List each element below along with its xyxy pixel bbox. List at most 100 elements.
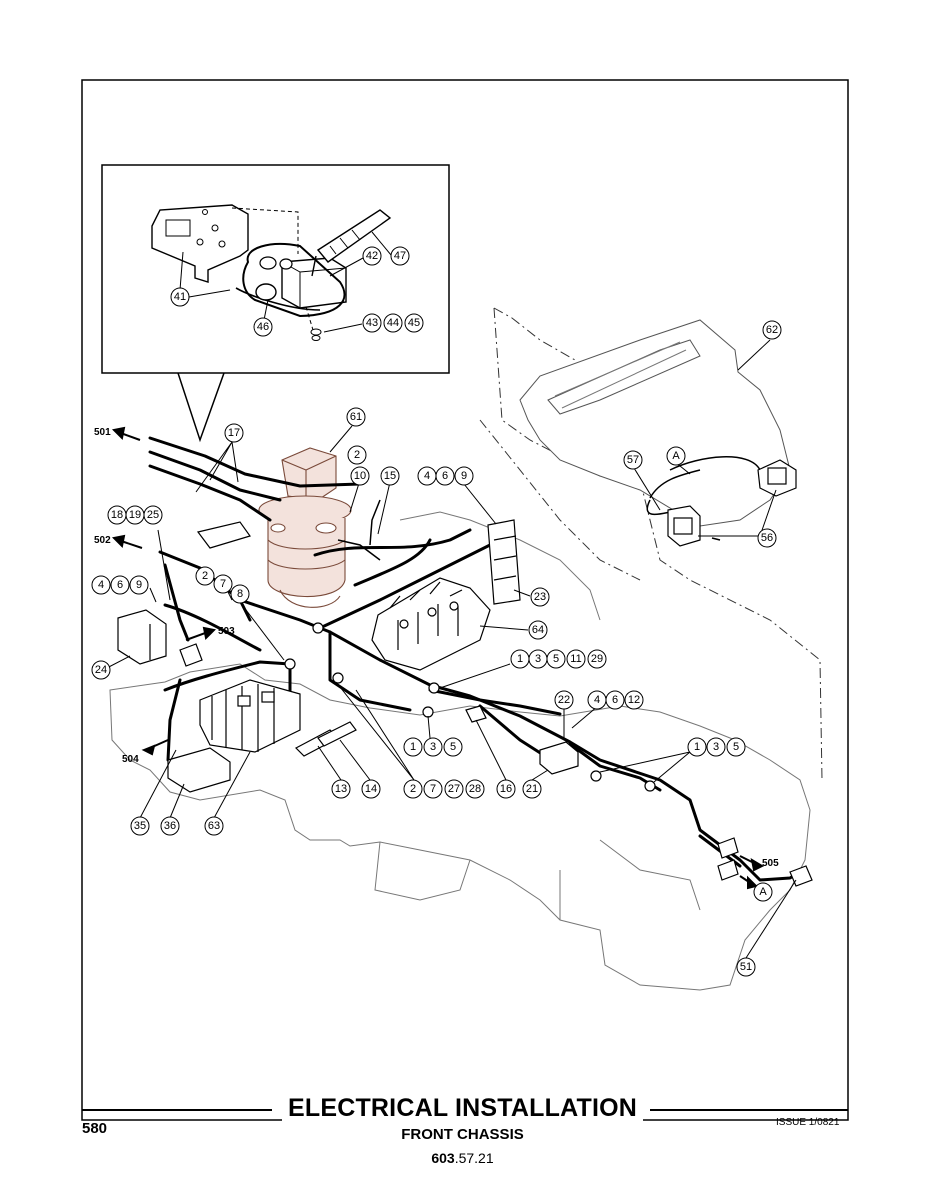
balloon-47: 47 (390, 246, 410, 266)
svg-text:2: 2 (202, 570, 208, 582)
svg-text:28: 28 (469, 783, 481, 795)
balloon-41: 41 (170, 287, 190, 307)
svg-text:35: 35 (134, 820, 146, 832)
balloon-8: 8 (230, 584, 250, 604)
balloon-57: 57 (623, 450, 643, 470)
balloon-17: 17 (224, 423, 244, 443)
balloon-2: 2 (195, 566, 215, 586)
balloon-A: A (753, 882, 773, 902)
balloon-51: 51 (736, 957, 756, 977)
svg-text:9: 9 (461, 470, 467, 482)
balloon-10: 10 (350, 466, 370, 486)
balloon-21: 21 (522, 779, 542, 799)
svg-text:A: A (672, 450, 680, 462)
balloon-45: 45 (404, 313, 424, 333)
svg-text:1: 1 (517, 653, 523, 665)
svg-text:29: 29 (591, 653, 603, 665)
svg-text:8: 8 (237, 588, 243, 600)
svg-text:4: 4 (98, 579, 104, 591)
balloon-13: 13 (331, 779, 351, 799)
svg-text:56: 56 (761, 532, 773, 544)
balloon-27: 27 (444, 779, 464, 799)
svg-text:46: 46 (257, 321, 269, 333)
ref-arrows (111, 426, 765, 890)
svg-text:5: 5 (553, 653, 559, 665)
balloon-19: 19 (125, 505, 145, 525)
balloon-25: 25 (143, 505, 163, 525)
balloon-3: 3 (528, 649, 548, 669)
balloon-22: 22 (554, 690, 574, 710)
section-code-prefix: 603 (431, 1150, 455, 1166)
balloon-46: 46 (253, 317, 273, 337)
svg-text:61: 61 (350, 411, 362, 423)
balloon-1: 1 (510, 649, 530, 669)
balloon-23: 23 (530, 587, 550, 607)
svg-text:19: 19 (129, 509, 141, 521)
balloon-43: 43 (362, 313, 382, 333)
swivel-joint (258, 447, 352, 608)
callout-balloons: 62 61 17 2 10 15 4 6 9 18 19 25 2 7 8 4 … (91, 246, 782, 977)
svg-text:16: 16 (500, 783, 512, 795)
svg-text:12: 12 (628, 694, 640, 706)
dashed-region (479, 307, 823, 781)
balloon-9: 9 (454, 466, 474, 486)
chassis-outline (109, 511, 811, 991)
svg-text:47: 47 (394, 250, 406, 262)
svg-text:10: 10 (354, 470, 366, 482)
svg-text:13: 13 (335, 783, 347, 795)
svg-text:15: 15 (384, 470, 396, 482)
leader-lines (102, 339, 797, 959)
balloon-61: 61 (346, 407, 366, 427)
section-code: 603.57.21 (0, 1150, 925, 1166)
svg-text:63: 63 (208, 820, 220, 832)
balloon-36: 36 (160, 816, 180, 836)
svg-text:44: 44 (387, 317, 399, 329)
svg-text:2: 2 (410, 783, 416, 795)
svg-text:11: 11 (570, 653, 581, 665)
svg-text:27: 27 (448, 783, 460, 795)
balloon-5: 5 (546, 649, 566, 669)
page-number: 580 (82, 1120, 108, 1137)
svg-text:1: 1 (410, 741, 416, 753)
balloon-9: 9 (129, 575, 149, 595)
balloon-4: 4 (417, 466, 437, 486)
balloon-35: 35 (130, 816, 150, 836)
svg-text:7: 7 (220, 578, 226, 590)
svg-text:7: 7 (430, 783, 436, 795)
svg-text:18: 18 (111, 509, 123, 521)
inset-detail (101, 164, 450, 443)
svg-text:9: 9 (136, 579, 142, 591)
svg-text:4: 4 (424, 470, 430, 482)
svg-text:24: 24 (95, 664, 107, 676)
balloon-18: 18 (107, 505, 127, 525)
svg-text:A: A (759, 886, 767, 898)
ref-503: 503 (218, 626, 235, 637)
balloon-28: 28 (465, 779, 485, 799)
ref-504: 504 (122, 754, 139, 765)
balloon-6: 6 (605, 690, 625, 710)
svg-text:43: 43 (366, 317, 378, 329)
svg-text:3: 3 (713, 741, 719, 753)
issue-label: ISSUE 1/0821 (776, 1117, 840, 1128)
svg-text:21: 21 (526, 783, 538, 795)
page-title: ELECTRICAL INSTALLATION (0, 1094, 925, 1123)
title-rule-right (650, 1109, 848, 1111)
components (117, 459, 813, 887)
balloon-42: 42 (362, 246, 382, 266)
balloon-3: 3 (706, 737, 726, 757)
svg-text:62: 62 (766, 324, 778, 336)
ref-501: 501 (94, 427, 111, 438)
svg-text:64: 64 (532, 624, 544, 636)
svg-text:22: 22 (558, 694, 570, 706)
cab-structure (519, 319, 791, 527)
svg-text:41: 41 (174, 291, 186, 303)
balloon-11: 11 (566, 649, 586, 669)
svg-text:14: 14 (365, 783, 377, 795)
balloon-2: 2 (403, 779, 423, 799)
balloon-A: A (666, 446, 686, 466)
balloon-4: 4 (91, 575, 111, 595)
svg-text:3: 3 (535, 653, 541, 665)
balloon-6: 6 (435, 466, 455, 486)
balloon-62: 62 (762, 320, 782, 340)
svg-text:45: 45 (408, 317, 420, 329)
